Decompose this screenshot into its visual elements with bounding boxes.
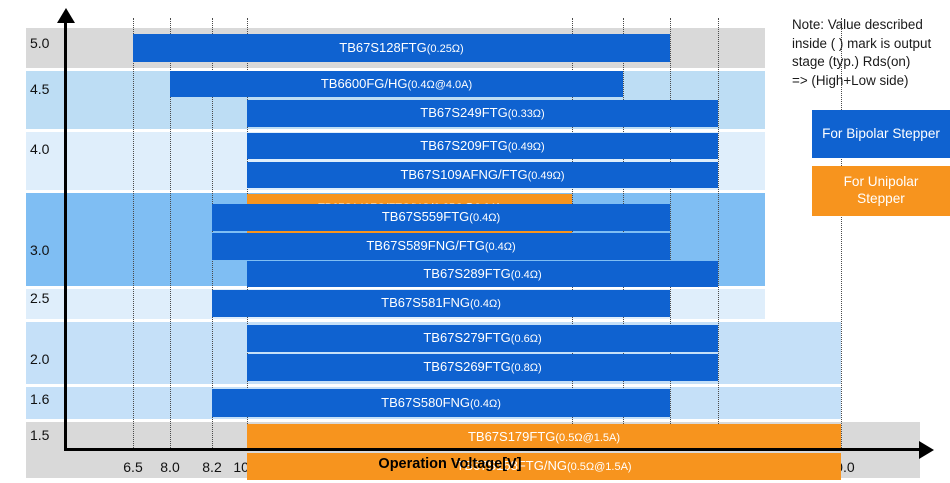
gridline-44-0 [670,18,671,448]
bar-tb67s559ftg: TB67S559FTG(0.4Ω) [212,204,670,231]
bar-label: TB67S128FTG(0.25Ω) [339,39,464,55]
bar-label: TB67S559FTG(0.4Ω) [381,209,501,225]
bar-label: TB67S580FNG(0.4Ω) [381,394,501,410]
bar-tb67s128ftg: TB67S128FTG(0.25Ω) [133,34,670,62]
y-tick-4-0: 4.0 [30,141,50,157]
bar-label: TB67S179FTG(0.5Ω@1.5A) [467,429,621,445]
x-axis-line [64,448,921,452]
y-axis-line [64,22,68,450]
bar-label: TB67S289FTG(0.4Ω) [423,265,542,281]
bar-label: TB67S209FTG(0.49Ω) [420,137,545,153]
x-tick-8-2: 8.2 [202,459,222,475]
legend-unipolar-swatch: For Unipolar Stepper [812,166,950,216]
y-axis-label: Abs. maximum Rating Current[A] [0,0,22,26]
bar-tb67s179ftg: TB67S179FTG(0.5Ω@1.5A) [247,424,841,451]
bar-label: TB67S158FTG/NG(0.5Ω@1.5A) [456,458,632,474]
plot-area: 5.04.54.03.02.52.01.61.56.58.08.210.040.… [26,0,950,483]
y-axis-label-wrap: Abs. maximum Rating Current[A] [0,0,26,483]
y-tick-1-6: 1.6 [30,391,50,407]
bar-label: TB67S581FNG(0.4Ω) [381,295,501,311]
y-tick-4-5: 4.5 [30,81,50,97]
y-tick-2-0: 2.0 [30,351,50,367]
bar-tb67s158ftg-ng: TB67S158FTG/NG(0.5Ω@1.5A) [247,453,841,480]
x-tick-6-5: 6.5 [123,459,143,475]
note-line-4: => (High+Low side) [792,72,909,88]
legend-unipolar-label: For Unipolar Stepper [844,174,919,208]
y-tick-5-0: 5.0 [30,35,50,51]
bar-tb67s279ftg: TB67S279FTG(0.6Ω) [247,325,718,352]
note-block: Note: Value described inside ( ) mark is… [792,16,950,90]
gridline-8-0 [170,18,171,448]
legend-unipolar-line-1: For Unipolar [843,174,919,190]
gridline-60-0 [841,18,842,448]
bar-tb67s580fng: TB67S580FNG(0.4Ω) [212,389,670,417]
bar-label: TB67S249FTG(0.33Ω) [420,105,545,121]
x-tick-8-0: 8.0 [160,459,180,475]
gridline-47-0 [718,18,719,448]
note-line-1: Note: Value described [792,17,923,32]
legend-bipolar-swatch: For Bipolar Stepper [812,110,950,158]
gridline-6-5 [133,18,134,448]
bar-label: TB67S269FTG(0.8Ω) [423,359,542,375]
x-axis-arrow [919,440,934,459]
y-tick-2-5: 2.5 [30,290,50,306]
note-line-3: stage (typ.) Rds(on) [792,54,911,69]
bar-tb67s209ftg: TB67S209FTG(0.49Ω) [247,133,718,159]
bar-tb67s289ftg: TB67S289FTG(0.4Ω) [247,261,718,287]
y-tick-1-5: 1.5 [30,427,50,443]
note-line-2: inside ( ) mark is output [792,35,932,51]
bar-tb67s249ftg: TB67S249FTG(0.33Ω) [247,100,718,127]
bar-tb67s589fng-ftg: TB67S589FNG/FTG(0.4Ω) [212,233,670,260]
bar-tb6600fg-hg: TB6600FG/HG(0.4Ω@4.0A) [170,71,623,97]
bar-label: TB67S109AFNG/FTG(0.49Ω) [400,166,565,182]
bar-label: TB6600FG/HG(0.4Ω@4.0A) [320,75,473,91]
y-tick-3-0: 3.0 [30,242,50,258]
bar-label: TB67S589FNG/FTG(0.4Ω) [366,238,516,254]
legend-unipolar-line-2: Stepper [857,191,905,206]
x-axis-label: Operation Voltage[V] [378,456,522,472]
bar-label: TB67S279FTG(0.6Ω) [423,330,542,346]
legend-bipolar-label: For Bipolar Stepper [822,125,940,141]
bar-tb67s581fng: TB67S581FNG(0.4Ω) [212,290,670,317]
y-axis-arrow [56,8,75,23]
bar-tb67s109afng-ftg: TB67S109AFNG/FTG(0.49Ω) [247,162,718,188]
bar-tb67s269ftg: TB67S269FTG(0.8Ω) [247,354,718,381]
